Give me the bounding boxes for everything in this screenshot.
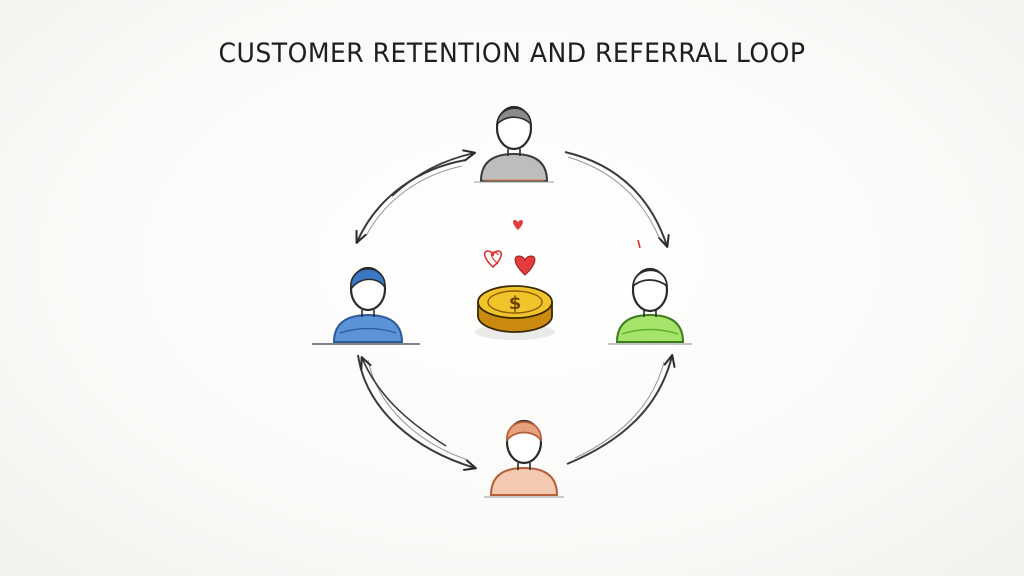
edge-bottom-to-left <box>360 356 447 447</box>
person-left-icon <box>312 266 420 345</box>
center-coin-icon: $ <box>475 285 555 340</box>
svg-text:$: $ <box>509 293 522 314</box>
edge-top-to-right <box>564 151 670 249</box>
heart-icon-large <box>514 255 536 276</box>
heart-icon-outline <box>483 250 503 269</box>
edge-bottom-to-right <box>566 354 676 465</box>
edge-left-to-bottom <box>357 354 477 471</box>
person-top-icon <box>474 105 554 183</box>
edge-top-to-left <box>355 159 467 244</box>
heart-icon-small <box>513 220 523 230</box>
person-right-icon <box>608 267 692 345</box>
person-bottom-icon <box>484 419 564 498</box>
edge-left-to-top <box>391 149 476 197</box>
diagram-title: CUSTOMER RETENTION AND REFERRAL LOOP <box>218 38 806 69</box>
